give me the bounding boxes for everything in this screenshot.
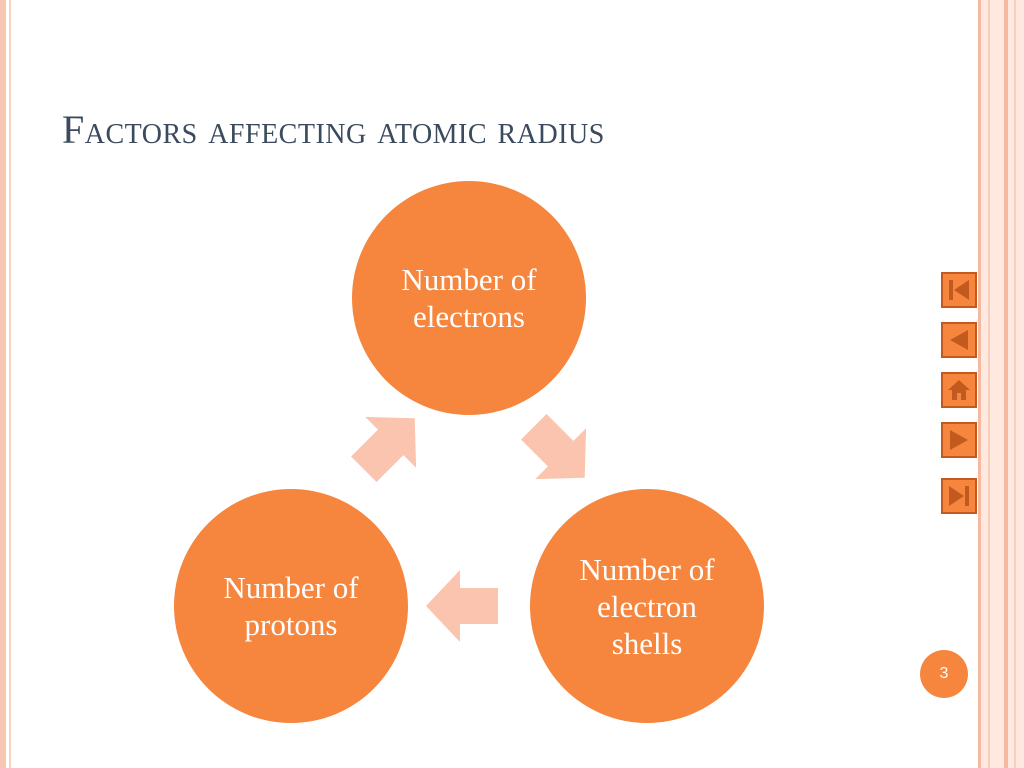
- last-slide-icon: [949, 486, 969, 506]
- right-border-line: [1014, 0, 1016, 768]
- page-number-badge: 3: [920, 650, 968, 698]
- cycle-arrow-left: [426, 570, 498, 642]
- page-number: 3: [939, 665, 949, 682]
- cycle-node-label: Number of electron shells: [579, 551, 715, 661]
- cycle-node-label: Number of electrons: [401, 262, 537, 334]
- left-border-line: [9, 0, 11, 768]
- cycle-arrow-up-right: [351, 416, 417, 482]
- next-slide-button[interactable]: [941, 422, 977, 458]
- right-border-line: [978, 0, 981, 768]
- first-slide-button[interactable]: [941, 272, 977, 308]
- right-border-line: [1004, 0, 1008, 768]
- first-slide-icon: [949, 280, 969, 300]
- previous-slide-button[interactable]: [941, 322, 977, 358]
- right-border-line: [988, 0, 990, 768]
- left-border-band: [0, 0, 6, 768]
- last-slide-button[interactable]: [941, 478, 977, 514]
- cycle-node-protons: Number of protons: [174, 489, 408, 723]
- right-border-band: [978, 0, 1024, 768]
- home-button[interactable]: [941, 372, 977, 408]
- next-slide-icon: [950, 430, 968, 450]
- cycle-node-electron-shells: Number of electron shells: [530, 489, 764, 723]
- slide-title: Factors affecting atomic radius: [62, 107, 605, 152]
- cycle-node-electrons: Number of electrons: [352, 181, 586, 415]
- home-icon: [948, 380, 970, 400]
- previous-slide-icon: [950, 330, 968, 350]
- cycle-node-label: Number of protons: [223, 570, 359, 642]
- cycle-arrow-down-right: [521, 414, 587, 480]
